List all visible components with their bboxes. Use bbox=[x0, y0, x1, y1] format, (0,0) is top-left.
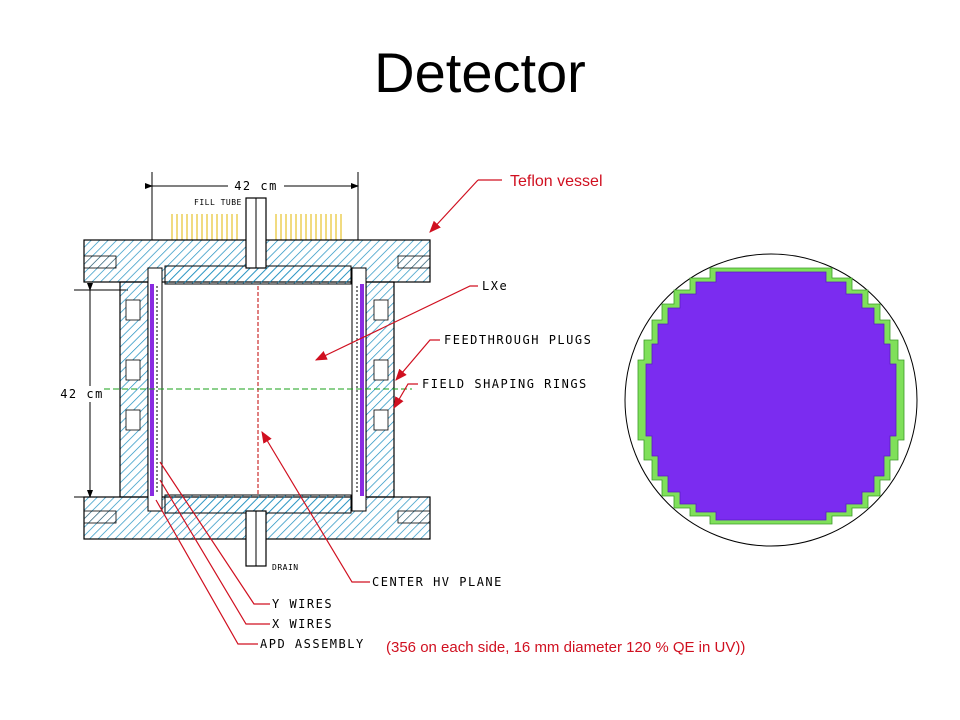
width-dimension-label: 42 cm bbox=[234, 179, 278, 193]
fill-tube-label: FILL TUBE bbox=[194, 198, 242, 207]
drain-label: DRAIN bbox=[272, 563, 299, 572]
height-dimension: 42 cm bbox=[50, 283, 128, 498]
field-shaping-label: FIELD SHAPING RINGS bbox=[422, 377, 588, 391]
fill-tube bbox=[245, 197, 267, 269]
height-dimension-label: 42 cm bbox=[60, 387, 104, 401]
apd-array-view bbox=[624, 253, 918, 547]
callouts bbox=[155, 179, 502, 645]
apd-array-inner bbox=[645, 271, 897, 521]
teflon-vessel-label: Teflon vessel bbox=[510, 173, 603, 190]
width-dimension: 42 cm bbox=[145, 172, 359, 240]
lxe-label: LXe bbox=[482, 279, 508, 293]
feedthrough-label: FEEDTHROUGH PLUGS bbox=[444, 333, 592, 347]
y-wires-label: Y WIRES bbox=[272, 597, 333, 611]
fill-tube-wires bbox=[171, 214, 342, 240]
apd-assembly-label: APD ASSEMBLY bbox=[260, 637, 365, 651]
drain-tube bbox=[245, 510, 267, 567]
x-wires-label: X WIRES bbox=[272, 617, 333, 631]
apd-caption: (356 on each side, 16 mm diameter 120 % … bbox=[386, 639, 745, 656]
center-hv-label: CENTER HV PLANE bbox=[372, 575, 503, 589]
apd-plates bbox=[150, 284, 364, 496]
slide-title: Detector bbox=[374, 41, 586, 104]
